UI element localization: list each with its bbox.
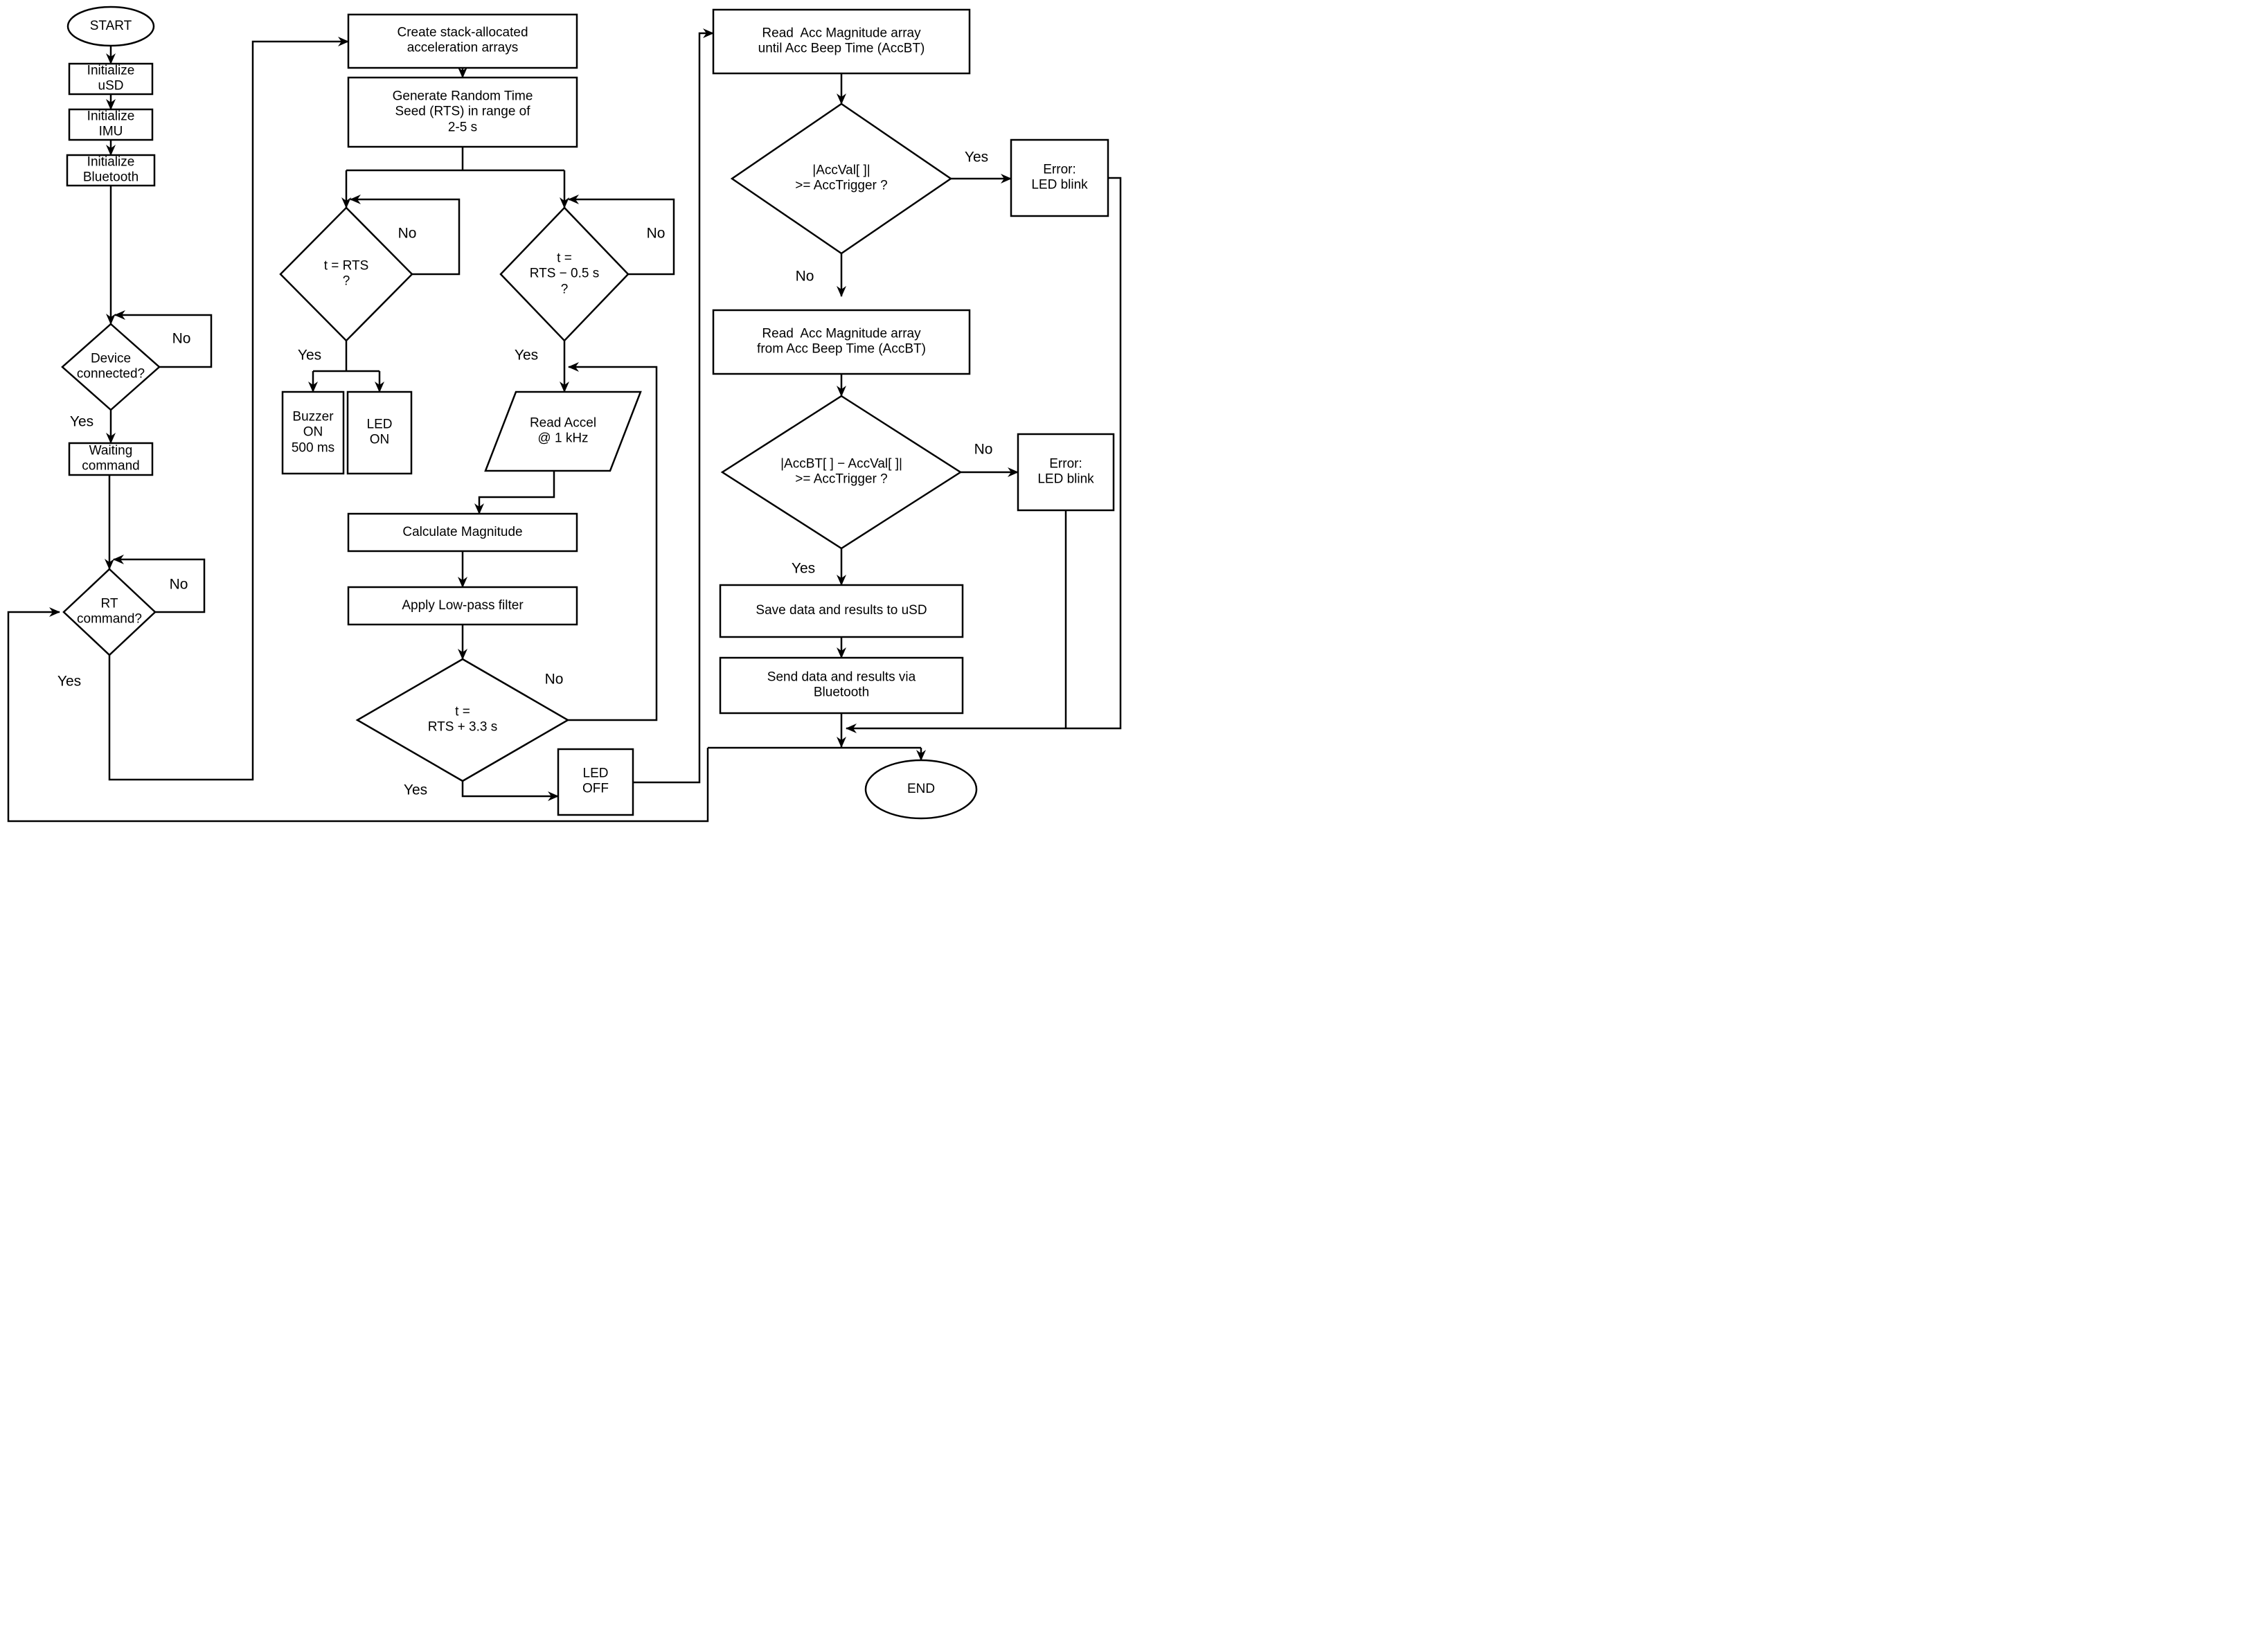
node-save-usd-shape bbox=[719, 584, 964, 638]
node-led-on-shape bbox=[346, 390, 413, 475]
flowchart-drawing bbox=[7, 6, 1122, 823]
node-generate-rts-shape bbox=[347, 76, 578, 148]
node-accval-check-shape bbox=[730, 102, 953, 255]
node-error-blink-1-shape bbox=[1010, 138, 1109, 217]
node-t-equals-rts-shape bbox=[279, 206, 413, 342]
node-accbt-check-shape bbox=[720, 395, 963, 550]
edge-device-no-loop bbox=[114, 310, 213, 368]
edge-readaccel-to-calc bbox=[474, 471, 555, 514]
flowchart-canvas: START Initialize uSD Initialize IMU Init… bbox=[0, 0, 1130, 826]
node-read-from-accbt-shape bbox=[712, 309, 971, 375]
node-waiting-command-shape bbox=[68, 442, 154, 476]
edge-t05-no-loop bbox=[568, 195, 675, 276]
node-initialize-usd-shape bbox=[68, 62, 154, 96]
node-create-arrays-shape bbox=[347, 13, 578, 69]
node-t-rts-plus-shape bbox=[355, 658, 570, 782]
edges bbox=[7, 28, 1122, 823]
edge-t33-yes-to-ledoff bbox=[461, 781, 559, 801]
edge-error1-merge bbox=[846, 177, 1122, 733]
nodes bbox=[61, 6, 1115, 820]
node-start-shape bbox=[66, 6, 155, 47]
node-rt-command-shape bbox=[62, 568, 157, 656]
node-calc-magnitude-shape bbox=[347, 512, 578, 553]
edge-rt-yes-to-create bbox=[108, 37, 349, 781]
node-error-blink-2-shape bbox=[1017, 433, 1115, 512]
node-initialize-bluetooth-shape bbox=[66, 154, 156, 187]
node-read-until-accbt-shape bbox=[712, 8, 971, 75]
node-initialize-imu-shape bbox=[68, 108, 154, 141]
node-send-bluetooth-shape bbox=[719, 656, 964, 715]
node-led-off-shape bbox=[557, 748, 634, 816]
edge-trts-no-loop bbox=[350, 195, 461, 276]
node-end-shape bbox=[864, 759, 978, 820]
edge-ledoff-to-readuntil bbox=[633, 28, 714, 784]
node-t-rts-minus-shape bbox=[499, 206, 630, 342]
node-device-connected-shape bbox=[61, 323, 161, 411]
edge-bottom-return-loop bbox=[7, 607, 709, 823]
node-read-accel-shape bbox=[484, 390, 642, 472]
node-low-pass-shape bbox=[347, 586, 578, 626]
edge-rt-no-loop bbox=[113, 555, 206, 613]
node-buzzer-on-shape bbox=[281, 390, 345, 475]
edge-t33-no-return bbox=[568, 362, 658, 721]
